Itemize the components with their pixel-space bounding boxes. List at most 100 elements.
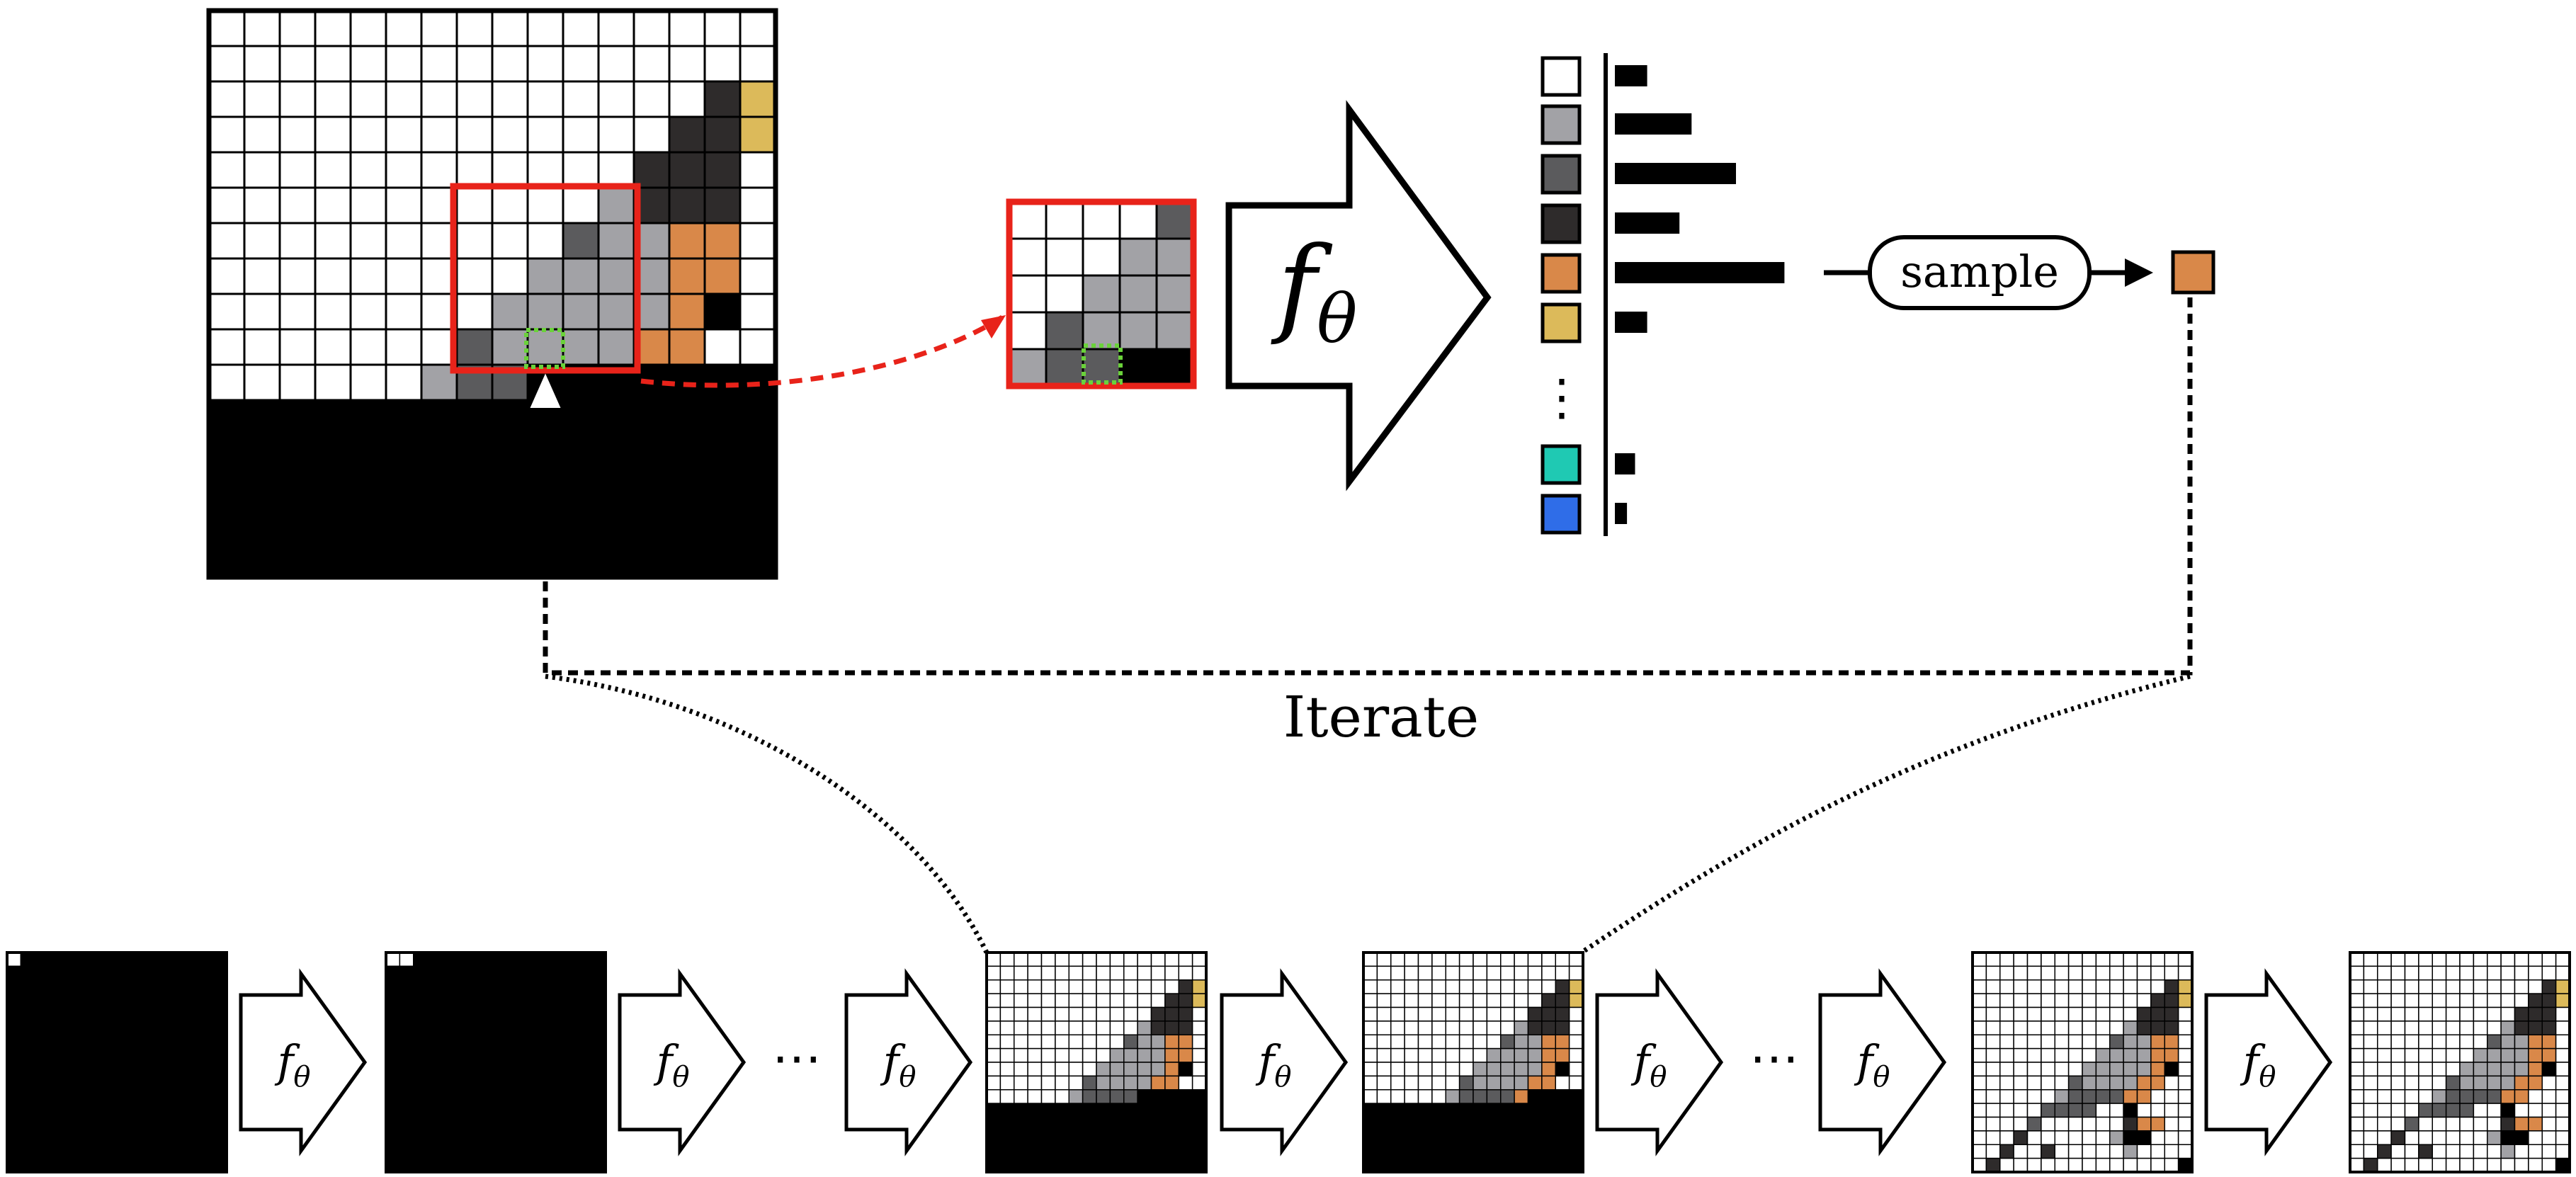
- pixel-cell: [1431, 1157, 1446, 1173]
- pixel-cell: [455, 186, 494, 224]
- pixel-cell: [1109, 979, 1125, 994]
- pixel-cell: [385, 222, 423, 260]
- pixel-cell: [2054, 1130, 2070, 1145]
- pixel-cell: [2390, 1157, 2406, 1173]
- pixel-cell: [208, 363, 246, 402]
- pixel-cell: [61, 965, 76, 981]
- pixel-cell: [2026, 1130, 2042, 1145]
- pixel-cell: [2082, 993, 2097, 1008]
- pixel-cell: [2123, 1089, 2138, 1104]
- pixel-cell: [420, 470, 458, 508]
- pixel-cell: [2555, 1047, 2570, 1063]
- small-model-arrow: [2204, 968, 2333, 1156]
- pixel-cell: [999, 1075, 1015, 1091]
- pixel-cell: [198, 1116, 214, 1132]
- pixel-cell: [509, 1116, 524, 1132]
- pixel-cell: [1137, 1157, 1152, 1173]
- pixel-cell: [1527, 1006, 1543, 1022]
- pixel-cell: [2500, 1047, 2516, 1063]
- pixel-cell: [1985, 965, 2001, 981]
- pixel-cell: [668, 399, 706, 437]
- pixel-cell: [1123, 1144, 1138, 1159]
- pixel-cell: [2041, 1062, 2055, 1077]
- pixel-cell: [597, 222, 635, 260]
- pixel-cell: [1150, 1103, 1166, 1118]
- pixel-cell: [1191, 1130, 1207, 1145]
- pixel-cell: [2514, 1006, 2529, 1022]
- pixel-cell: [1541, 1020, 1556, 1035]
- pixel-cell: [2136, 1020, 2152, 1035]
- pixel-cell: [102, 1034, 118, 1050]
- pixel-cell: [2067, 1047, 2083, 1063]
- pixel-cell: [1458, 1047, 1474, 1063]
- pixel-cell: [314, 9, 352, 47]
- pixel-cell: [2473, 1075, 2488, 1091]
- pixel-cell: [481, 1089, 497, 1104]
- pixel-cell: [116, 1075, 132, 1091]
- pixel-cell: [6, 1116, 22, 1132]
- pixel-cell: [2500, 1075, 2516, 1091]
- pixel-cell: [1555, 1047, 1570, 1063]
- pixel-cell: [2349, 952, 2365, 967]
- histogram-bar-light_gray: [1615, 113, 1692, 135]
- pixel-cell: [6, 1157, 22, 1173]
- pixel-cell: [116, 1034, 132, 1050]
- pixel-cell: [278, 540, 317, 579]
- pixel-cell: [2164, 1089, 2179, 1104]
- pixel-cell: [2349, 1006, 2365, 1022]
- pixel-cell: [2095, 1089, 2111, 1104]
- pixel-cell: [455, 257, 494, 295]
- pixel-cell: [75, 1020, 90, 1035]
- pixel-cell: [1417, 952, 1433, 967]
- pixel-cell: [999, 952, 1015, 967]
- pixel-cell: [739, 80, 777, 118]
- pixel-cell: [1191, 1116, 1207, 1132]
- pixel-cell: [2404, 1006, 2419, 1022]
- pixel-cell: [2432, 1089, 2447, 1104]
- pixel-cell: [6, 952, 22, 967]
- pixel-cell: [1137, 993, 1152, 1008]
- pixel-cell: [2164, 1006, 2179, 1022]
- pixel-cell: [1014, 993, 1028, 1008]
- pixel-cell: [495, 1034, 511, 1050]
- pixel-cell: [1096, 1062, 1111, 1077]
- pixel-cell: [999, 1144, 1015, 1159]
- pixel-cell: [2500, 965, 2516, 981]
- pixel-cell: [536, 1130, 552, 1145]
- pixel-cell: [2390, 1089, 2406, 1104]
- pixel-cell: [1999, 979, 2014, 994]
- pixel-cell: [455, 80, 494, 118]
- pixel-cell: [2363, 1075, 2378, 1091]
- pixel-cell: [2349, 1157, 2365, 1173]
- pixel-cell: [509, 1075, 524, 1091]
- pixel-cell: [591, 1006, 606, 1022]
- pixel-cell: [1014, 1006, 1028, 1022]
- pixel-cell: [999, 1047, 1015, 1063]
- pixel-cell: [1096, 979, 1111, 994]
- pixel-cell: [1150, 1006, 1166, 1022]
- pixel-cell: [1486, 1089, 1502, 1104]
- pixel-cell: [2418, 1034, 2433, 1050]
- pixel-cell: [509, 1047, 524, 1063]
- pixel-cell: [509, 965, 524, 981]
- pixel-cell: [597, 9, 635, 47]
- pixel-cell: [1390, 1089, 1405, 1104]
- pixel-cell: [212, 1103, 227, 1118]
- pixel-cell: [385, 434, 423, 472]
- pixel-cell: [564, 952, 579, 967]
- pixel-cell: [1514, 1062, 1529, 1077]
- pixel-cell: [1404, 952, 1419, 967]
- pixel-cell: [1527, 952, 1543, 967]
- pixel-cell: [349, 470, 387, 508]
- pixel-cell: [1027, 1075, 1043, 1091]
- pixel-cell: [2095, 993, 2111, 1008]
- pixel-cell: [495, 979, 511, 994]
- pixel-cell: [243, 80, 281, 118]
- pixel-cell: [2459, 979, 2475, 994]
- pixel-cell: [1150, 965, 1166, 981]
- pixel-cell: [526, 151, 564, 189]
- pixel-cell: [278, 80, 317, 118]
- pixel-cell: [2109, 1020, 2124, 1035]
- pixel-cell: [385, 979, 401, 994]
- pixel-cell: [1390, 1006, 1405, 1022]
